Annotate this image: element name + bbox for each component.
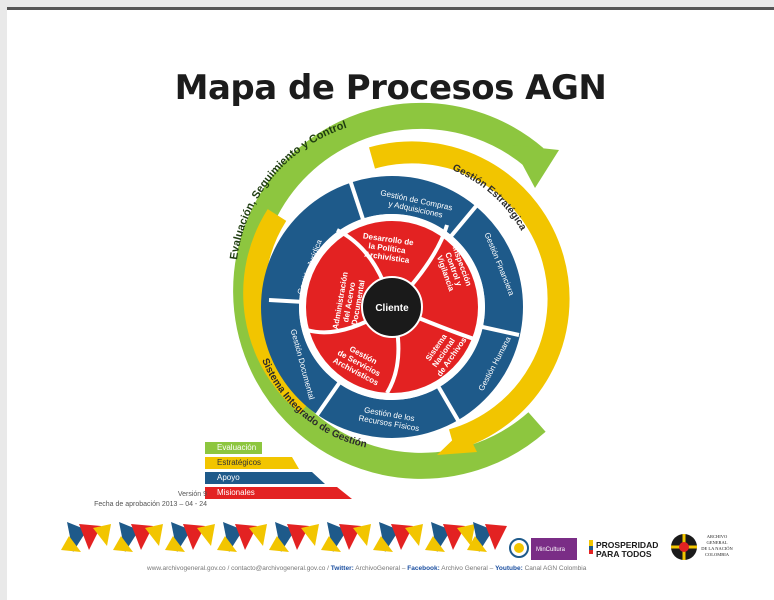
page-title: Mapa de Procesos AGN (174, 68, 607, 108)
slide: Mapa de Procesos AGN (7, 7, 774, 600)
legend-swatch-misionales (205, 487, 352, 499)
mincultura-logo (531, 538, 577, 560)
legend-evaluacion: Evaluación (217, 443, 257, 452)
legend-apoyo: Apoyo (217, 473, 240, 482)
archival-services-label: Gestión de Servicios Archivísticos (331, 340, 389, 388)
footer-links: www.archivogeneral.gov.co / contacto@arc… (147, 565, 587, 572)
legend-wedges (205, 442, 352, 499)
svg-text:PROSPERIDAD: PROSPERIDAD (596, 540, 658, 550)
svg-text:PARA TODOS: PARA TODOS (596, 549, 652, 559)
approval-date: Fecha de aprobación 2013 – 04 - 24 (94, 501, 207, 508)
youtube-link[interactable]: Canal AGN Colombia (522, 565, 587, 572)
legend-estrategicos: Estratégicos (217, 458, 262, 467)
svg-text:DE LA NACIÓN: DE LA NACIÓN (701, 546, 733, 551)
mincultura-text: MinCultura (536, 547, 566, 553)
legend-swatch-apoyo (205, 472, 325, 484)
version-number: Versión 9 (177, 491, 207, 498)
twitter-link[interactable]: ArchivoGeneral – (353, 565, 408, 572)
core-processes (306, 221, 478, 395)
svg-text:GENERAL: GENERAL (707, 540, 728, 545)
facebook-link[interactable]: Archivo General – (439, 565, 496, 572)
legend-swatch-evaluacion (205, 442, 262, 454)
legend-misionales: Misionales (217, 488, 255, 497)
svg-text:COLOMBIA: COLOMBIA (705, 552, 730, 557)
contact-email-link[interactable]: contacto@archivogeneral.gov.co (231, 565, 326, 572)
decorative-strip (61, 522, 507, 552)
legend-swatch-estrategicos (205, 457, 299, 469)
website-link[interactable]: www.archivogeneral.gov.co (147, 565, 226, 572)
svg-text:ARCHIVO: ARCHIVO (707, 534, 728, 539)
process-map-diagram: Evaluación, Seguimiento y Control Gestió… (61, 102, 733, 560)
client-label: Cliente (375, 303, 409, 314)
prosperidad-logo: PROSPERIDAD PARA TODOS (589, 540, 658, 559)
version-info: Versión 9 Fecha de aprobación 2013 – 04 … (87, 490, 207, 510)
colombia-seal-icon (509, 538, 529, 558)
agn-logo-text: ARCHIVO GENERAL DE LA NACIÓN COLOMBIA (701, 534, 733, 557)
agn-logo-icon (671, 534, 697, 560)
client-center (361, 276, 423, 338)
